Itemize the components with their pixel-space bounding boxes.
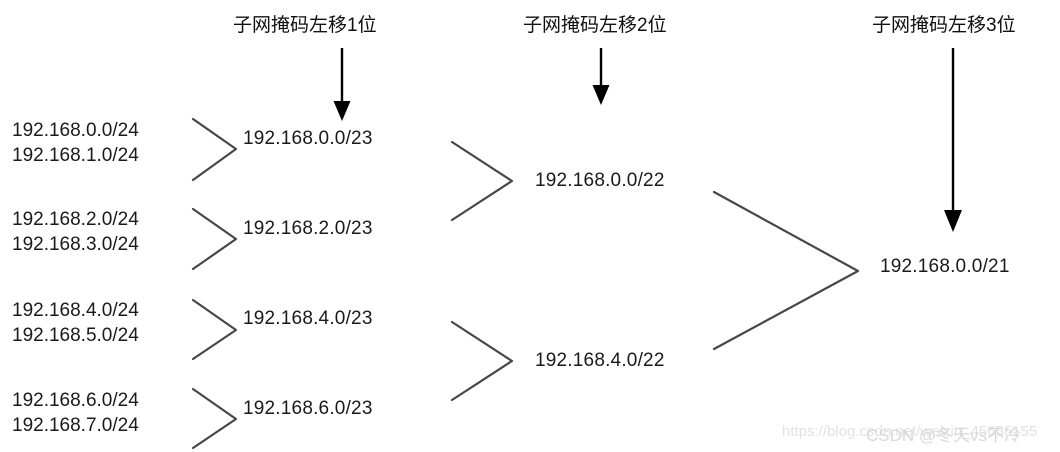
watermark-brand: CSDN @冬天vs不冷 [866,426,1022,445]
down-arrow-icon [333,48,351,121]
aggregate-label-23: 192.168.2.0/23 [243,218,373,239]
down-arrow-icon [592,48,610,105]
aggregate-label-23: 192.168.6.0/23 [243,398,373,419]
header-shift-2-bit: 子网掩码左移2位 [523,15,667,36]
merge-bracket-icon [450,320,514,402]
subnet-pair-group: 192.168.4.0/24 192.168.5.0/24 [12,298,139,348]
subnet-label: 192.168.1.0/24 [12,145,139,166]
subnet-label: 192.168.4.0/24 [12,300,139,321]
subnet-label: 192.168.7.0/24 [12,415,139,436]
subnet-label: 192.168.3.0/24 [12,234,139,255]
subnet-label: 192.168.2.0/24 [12,209,139,230]
header-shift-3-bit: 子网掩码左移3位 [872,15,1016,36]
aggregate-label-23: 192.168.4.0/23 [243,308,373,329]
header-shift-1-bit: 子网掩码左移1位 [233,15,377,36]
subnet-label: 192.168.5.0/24 [12,325,139,346]
subnet-pair-group: 192.168.6.0/24 192.168.7.0/24 [12,388,139,438]
watermark-url: https://blog.csdn.net/weixin_45656155 [782,423,1038,440]
merge-bracket-icon [450,140,514,222]
merge-bracket-icon [712,190,860,351]
aggregate-label-21: 192.168.0.0/21 [880,256,1010,277]
subnet-label: 192.168.0.0/24 [12,120,139,141]
subnet-pair-group: 192.168.2.0/24 192.168.3.0/24 [12,207,139,257]
down-arrow-icon [944,48,962,232]
aggregate-label-22: 192.168.4.0/22 [535,350,665,371]
aggregate-label-23: 192.168.0.0/23 [243,128,373,149]
merge-bracket-icon [191,117,238,182]
subnet-label: 192.168.6.0/24 [12,390,139,411]
subnet-pair-group: 192.168.0.0/24 192.168.1.0/24 [12,118,139,168]
aggregate-label-22: 192.168.0.0/22 [535,170,665,191]
merge-bracket-icon [191,387,238,450]
merge-bracket-icon [191,207,238,271]
merge-bracket-icon [191,298,238,361]
